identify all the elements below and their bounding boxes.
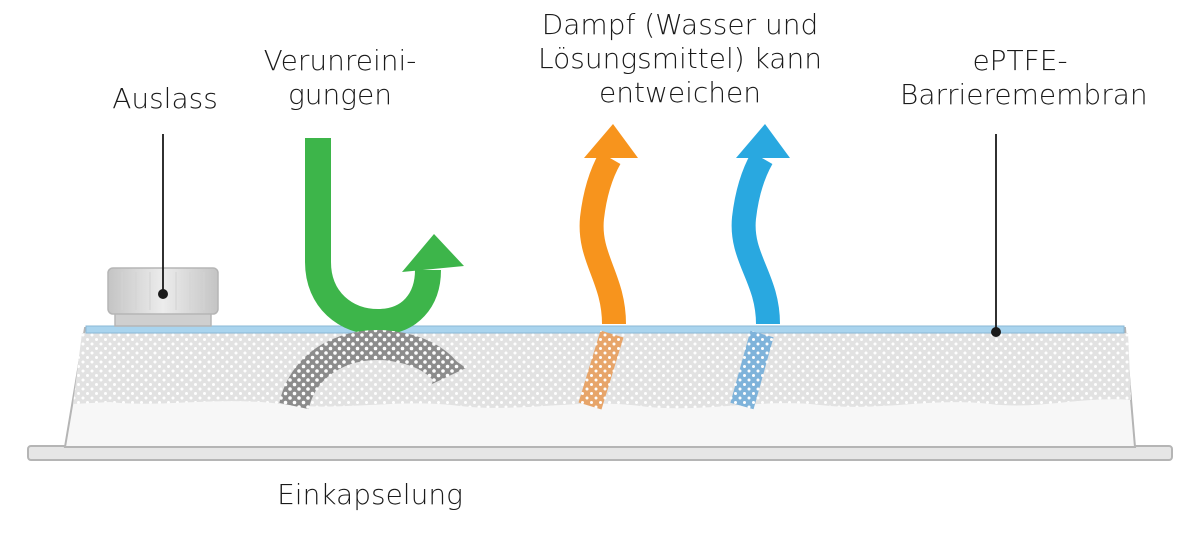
outlet-label: Auslass — [112, 82, 218, 115]
blocked-arrow — [279, 330, 466, 411]
encapsulation-label: Einkapselung — [277, 478, 463, 511]
contaminants-label: Verunreini- gungen — [263, 44, 417, 111]
solvent-vapor-arrow — [578, 124, 638, 410]
outlet-leader-dot — [158, 289, 168, 299]
contaminants-arrow — [305, 138, 464, 336]
base-plate — [27, 445, 1173, 461]
vapor-label: Dampf (Wasser und Lösungsmittel) kann en… — [538, 8, 822, 109]
water-vapor-arrow — [730, 124, 790, 410]
membrane-leader-dot — [991, 327, 1001, 337]
membrane-label: ePTFE- Barrieremembran — [900, 44, 1148, 111]
